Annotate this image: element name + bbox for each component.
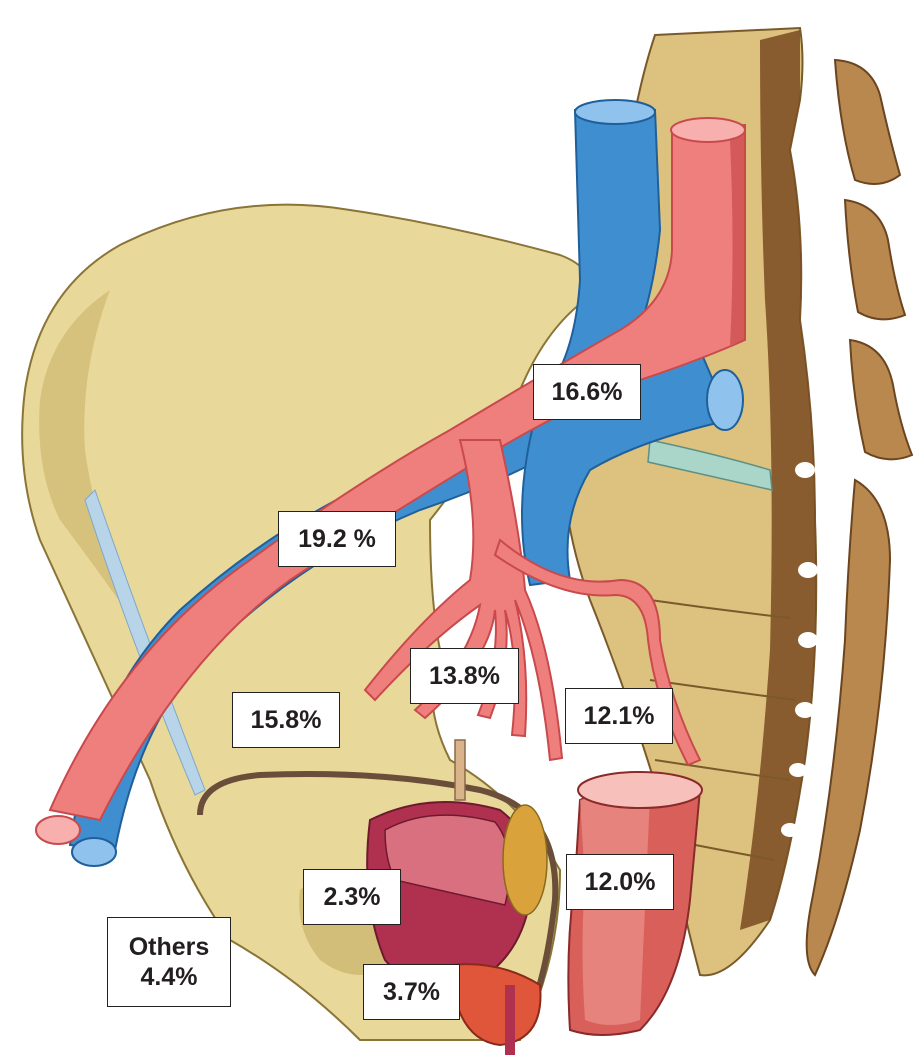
label-rectum: 12.0% [566, 854, 674, 910]
label-presacral: 12.1% [565, 688, 673, 744]
label-obturator: 15.8% [232, 692, 340, 748]
label-bladder: 2.3% [303, 869, 401, 925]
label-others-value: 4.4% [141, 962, 198, 992]
label-others: Others 4.4% [107, 917, 231, 1007]
label-others-title: Others [129, 932, 210, 962]
label-common-iliac: 16.6% [533, 364, 641, 420]
lateral-vertebral-segments [807, 60, 912, 975]
label-external-iliac: 19.2 % [278, 511, 396, 567]
vas-deferens [455, 740, 465, 800]
label-prostate: 3.7% [363, 964, 460, 1020]
label-internal-iliac: 13.8% [410, 648, 519, 704]
